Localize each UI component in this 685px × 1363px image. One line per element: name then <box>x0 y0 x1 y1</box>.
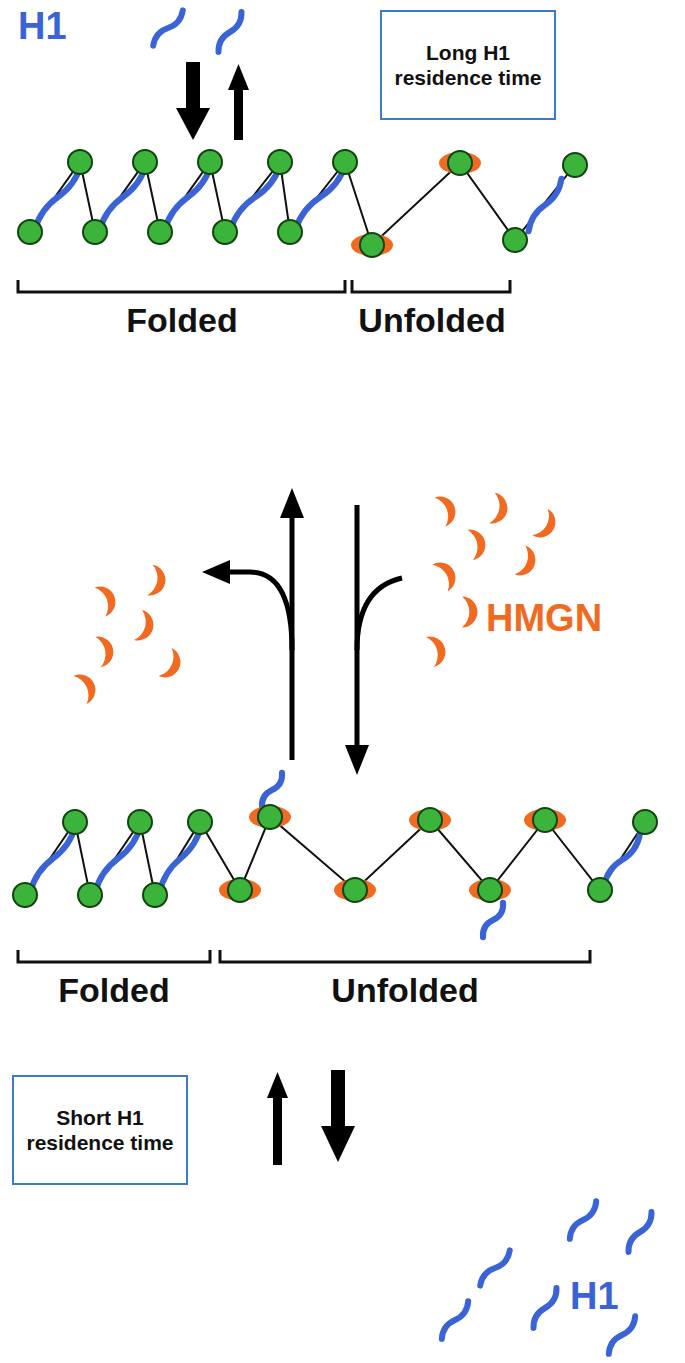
hmgn-protein <box>147 565 168 598</box>
histone-h1 <box>601 833 642 888</box>
histone-h1 <box>439 1299 471 1341</box>
hmgn-protein <box>435 492 460 526</box>
nucleosome <box>128 810 152 834</box>
histone-h1 <box>530 1286 559 1329</box>
nucleosome <box>83 220 107 244</box>
arrow-head <box>345 745 369 775</box>
nucleosome <box>633 810 657 834</box>
note-box: Long H1 residence time <box>380 10 556 120</box>
arrow-head <box>267 1072 288 1098</box>
note-text: Long H1 residence time <box>382 40 554 90</box>
hmgn-protein <box>489 493 510 526</box>
bracket <box>18 280 345 292</box>
nucleosome <box>343 878 367 902</box>
hmgn-bound <box>334 879 376 901</box>
arrow-head <box>321 1126 355 1162</box>
nucleosome <box>13 883 37 907</box>
nucleosome <box>78 883 102 907</box>
nucleosome <box>503 228 527 252</box>
nucleosome <box>133 150 157 174</box>
hmgn-bound <box>409 809 451 831</box>
hmgn-protein <box>462 597 477 628</box>
nucleosome <box>148 220 172 244</box>
histone-h1 <box>480 901 506 939</box>
arrow-shaft <box>234 88 243 140</box>
histone-h1 <box>215 10 244 53</box>
nucleosome <box>333 150 357 174</box>
bracket <box>18 950 210 962</box>
bracket-label: Folded <box>58 972 169 1009</box>
arrow-branch <box>228 572 292 650</box>
histone-h1 <box>151 8 186 48</box>
nucleosome <box>448 151 472 175</box>
nucleosome <box>533 808 557 832</box>
nucleosome <box>213 220 237 244</box>
arrow-head <box>280 488 304 518</box>
bracket <box>352 280 510 292</box>
histone-h1 <box>526 177 565 233</box>
nucleosome <box>198 150 222 174</box>
hmgn-bound <box>219 879 261 901</box>
arrow-shaft <box>186 62 200 110</box>
hmgn-bound <box>439 152 481 174</box>
arrow-head <box>228 64 249 90</box>
histone-h1 <box>567 1199 599 1241</box>
hmgn-protein <box>95 582 120 616</box>
chromatin <box>13 8 657 1356</box>
hmgn-bound <box>469 879 511 901</box>
hmgn-protein <box>426 633 449 667</box>
hmgn-bound <box>524 809 566 831</box>
hmgn-bound <box>249 806 291 828</box>
nucleosome <box>563 153 587 177</box>
nucleosome <box>418 808 442 832</box>
nucleosome <box>143 883 167 907</box>
nucleosome <box>228 878 252 902</box>
nucleosome <box>360 233 384 257</box>
nucleosome <box>278 220 302 244</box>
protein-label: H1 <box>570 1276 619 1318</box>
histone-h1 <box>259 771 285 809</box>
hmgn-protein <box>134 610 157 644</box>
hmgn-bound <box>351 234 393 256</box>
nucleosome <box>188 810 212 834</box>
bracket-label: Unfolded <box>331 972 478 1009</box>
arrow-branch <box>357 578 402 650</box>
arrow-shaft <box>273 1095 282 1165</box>
nucleosome <box>63 810 87 834</box>
histone-h1 <box>625 1210 654 1253</box>
bracket-label: Unfolded <box>358 302 505 339</box>
nucleosome <box>18 220 42 244</box>
histone-h1 <box>606 1314 638 1356</box>
hmgn-protein <box>95 634 116 667</box>
nucleosome <box>478 878 502 902</box>
histone-h1 <box>478 1248 513 1288</box>
nucleosome <box>68 150 92 174</box>
protein-label: HMGN <box>486 598 602 640</box>
bracket <box>220 950 590 962</box>
note-box: Short H1 residence time <box>12 1075 188 1185</box>
bracket-label: Folded <box>126 302 237 339</box>
hmgn-protein <box>73 670 100 704</box>
hmgn-protein <box>532 509 561 543</box>
nucleosome <box>258 805 282 829</box>
arrow-head <box>176 108 210 140</box>
arrow-head <box>202 560 230 584</box>
note-text: Short H1 residence time <box>14 1105 186 1155</box>
protein-label: H1 <box>18 6 67 48</box>
linker-dna <box>30 162 575 245</box>
nucleosome <box>588 878 612 902</box>
hmgn-protein <box>515 546 540 580</box>
arrow-shaft <box>331 1070 345 1128</box>
hmgn-protein <box>432 557 461 591</box>
nucleosome <box>268 150 292 174</box>
hmgn-protein <box>158 648 185 682</box>
hmgn-protein <box>467 527 488 560</box>
